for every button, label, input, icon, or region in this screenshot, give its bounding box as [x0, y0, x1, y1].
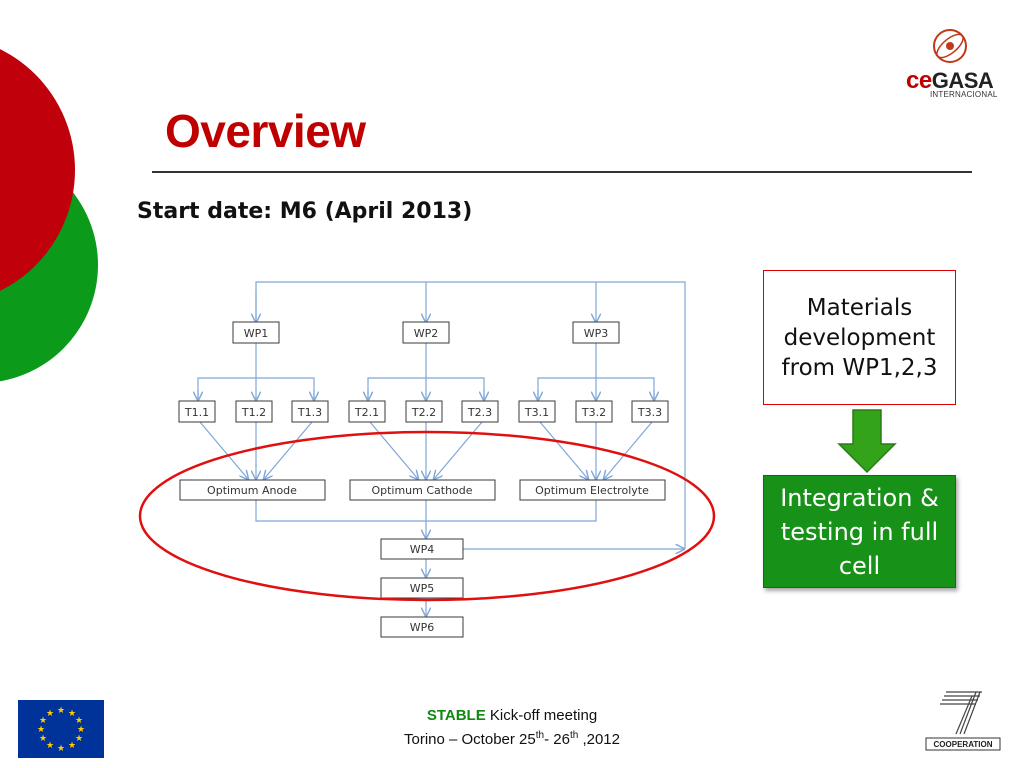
- svg-text:★: ★: [57, 744, 65, 754]
- svg-text:WP6: WP6: [410, 621, 435, 634]
- svg-text:★: ★: [39, 734, 47, 744]
- svg-text:T1.2: T1.2: [241, 406, 266, 419]
- svg-text:★: ★: [46, 709, 54, 719]
- svg-text:WP4: WP4: [410, 543, 435, 556]
- svg-text:★: ★: [68, 709, 76, 719]
- svg-text:WP3: WP3: [584, 327, 609, 340]
- highlight-ellipse: [138, 430, 716, 602]
- svg-text:T1.1: T1.1: [184, 406, 209, 419]
- wp3-fan: [538, 343, 654, 400]
- task-box: T2.1: [348, 400, 386, 423]
- optimum-anode-box: Optimum Anode: [179, 479, 326, 501]
- footer-text: STABLE Kick-off meeting Torino – October…: [300, 706, 724, 750]
- task-box: T1.2: [235, 400, 273, 423]
- logo-prefix: ce: [906, 67, 932, 94]
- start-date-text: Start date: M6 (April 2013): [137, 199, 473, 224]
- svg-text:T3.3: T3.3: [637, 406, 662, 419]
- svg-text:WP1: WP1: [244, 327, 269, 340]
- wp2-fan: [368, 343, 484, 400]
- logo-subtitle: INTERNACIONAL: [930, 90, 998, 99]
- svg-text:Optimum Electrolyte: Optimum Electrolyte: [535, 484, 649, 497]
- optimum-electrolyte-box: Optimum Electrolyte: [519, 479, 666, 501]
- footer-line-1: STABLE Kick-off meeting: [300, 706, 724, 726]
- footer-sup-2: th: [569, 730, 579, 741]
- optimum-cathode-box: Optimum Cathode: [349, 479, 496, 501]
- eu-flag-icon: ★ ★ ★ ★ ★ ★ ★ ★ ★ ★ ★ ★: [18, 700, 104, 758]
- svg-text:★: ★: [46, 741, 54, 751]
- svg-text:★: ★: [77, 725, 85, 735]
- svg-text:★: ★: [75, 734, 83, 744]
- tasks-to-optimum-connectors: [199, 421, 653, 479]
- svg-text:T3.1: T3.1: [524, 406, 549, 419]
- project-name: STABLE: [426, 707, 486, 724]
- svg-text:Optimum Anode: Optimum Anode: [207, 484, 297, 497]
- title-divider: [152, 171, 972, 173]
- integration-testing-box: Integration & testing in full cell: [763, 475, 956, 588]
- svg-text:★: ★: [75, 716, 83, 726]
- fp7-cooperation-logo: COOPERATION: [925, 691, 1001, 751]
- wp1-box: WP1: [232, 321, 280, 344]
- materials-development-box: Materials development from WP1,2,3: [763, 270, 956, 405]
- down-arrow-icon: [837, 409, 897, 474]
- task-box: T3.2: [575, 400, 613, 423]
- svg-text:T2.1: T2.1: [354, 406, 379, 419]
- svg-text:★: ★: [37, 725, 45, 735]
- logo-name: GASA: [931, 68, 994, 93]
- task-box: T2.2: [405, 400, 443, 423]
- svg-text:T1.3: T1.3: [297, 406, 322, 419]
- footer-sup-1: th: [535, 730, 545, 741]
- wp1-fan: [198, 343, 314, 400]
- decorative-circles: [0, 49, 98, 382]
- logo-brand-name: ceGASA: [906, 67, 994, 95]
- task-box: T3.3: [631, 400, 669, 423]
- footer-date-mid: - 26: [544, 731, 570, 748]
- svg-text:T2.3: T2.3: [467, 406, 492, 419]
- wp3-box: WP3: [572, 321, 620, 344]
- svg-text:★: ★: [39, 716, 47, 726]
- footer-date-end: ,2012: [578, 731, 620, 748]
- footer-date-start: Torino – October 25: [403, 731, 536, 748]
- wp5-box: WP5: [380, 577, 464, 599]
- event-name: Kick-off meeting: [485, 707, 598, 724]
- red-circle-decoration: [0, 49, 75, 291]
- svg-text:WP2: WP2: [414, 327, 439, 340]
- wp6-box: WP6: [380, 616, 464, 638]
- wp2-box: WP2: [402, 321, 450, 344]
- svg-text:★: ★: [57, 706, 65, 716]
- task-box: T1.3: [291, 400, 329, 423]
- svg-text:★: ★: [68, 741, 76, 751]
- cooperation-label: COOPERATION: [934, 740, 993, 749]
- svg-text:T3.2: T3.2: [581, 406, 606, 419]
- svg-text:T2.2: T2.2: [411, 406, 436, 419]
- task-box: T2.3: [461, 400, 499, 423]
- task-box: T1.1: [178, 400, 216, 423]
- footer-line-2: Torino – October 25th- 26th ,2012: [300, 726, 724, 750]
- cegasa-logo-icon: [933, 29, 967, 63]
- task-box: T3.1: [518, 400, 556, 423]
- wp4-box: WP4: [380, 538, 464, 560]
- svg-text:Optimum Cathode: Optimum Cathode: [371, 484, 472, 497]
- slide-title: Overview: [165, 105, 366, 157]
- svg-text:WP5: WP5: [410, 582, 435, 595]
